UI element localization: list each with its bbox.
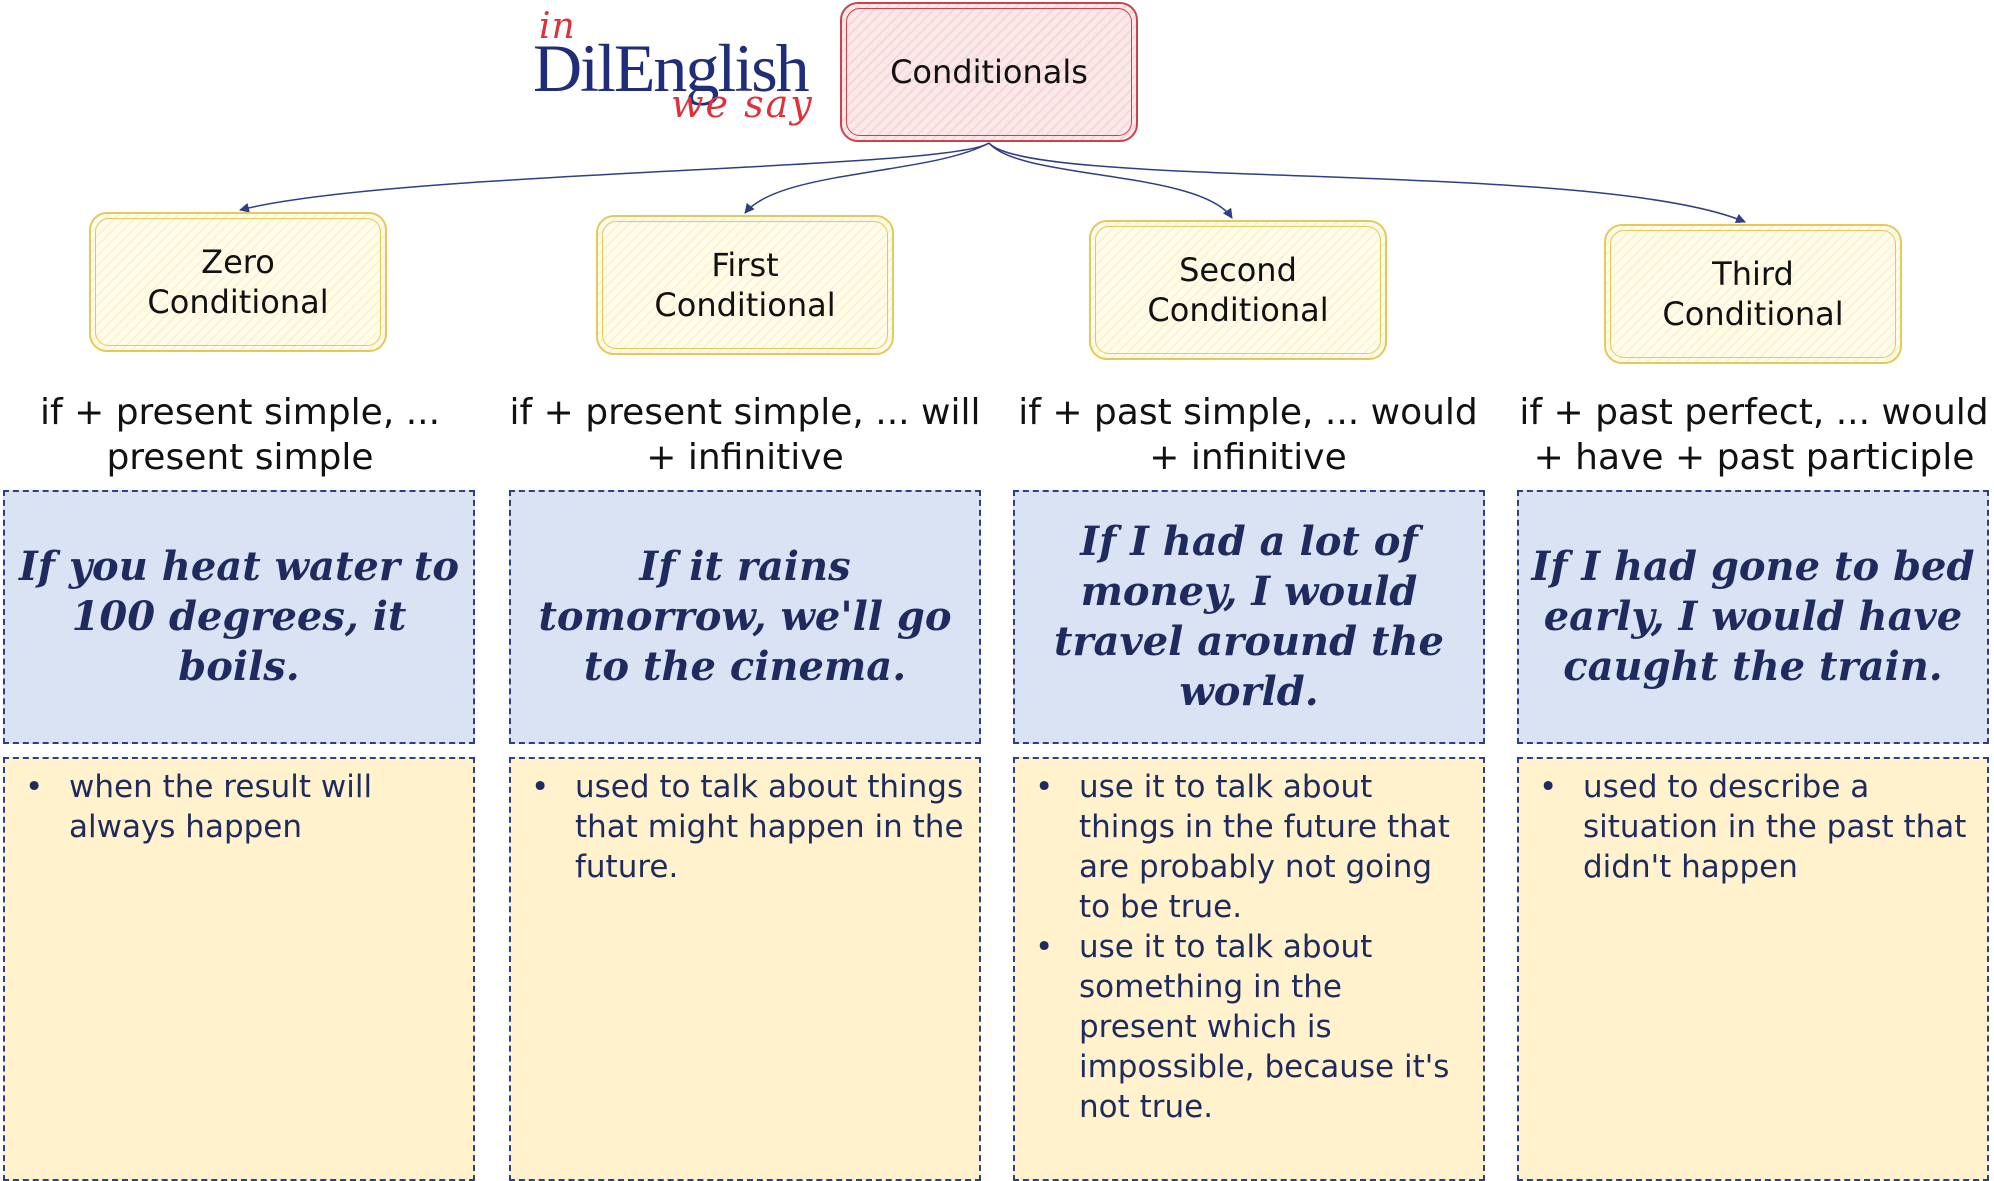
root-node-conditionals: Conditionals: [840, 2, 1138, 142]
third-conditional-use-1: used to describe a situation in the past…: [1527, 767, 1973, 887]
first-conditional-name-line2: Conditional: [654, 286, 836, 324]
logo-prefix: in: [539, 6, 576, 47]
connector-first: [744, 142, 990, 214]
zero-conditional-uses: when the result will always happen: [3, 757, 475, 1181]
logo-name: DilEnglish: [533, 30, 810, 106]
second-conditional-name-line1: Second: [1179, 251, 1297, 289]
second-conditional-use-1: use it to talk about things in the futur…: [1023, 767, 1469, 927]
third-conditional-node: Third Conditional: [1604, 224, 1902, 364]
root-node-label: Conditionals: [890, 53, 1088, 91]
third-conditional-name-line1: Third: [1712, 255, 1794, 293]
first-conditional-example: If it rains tomorrow, we'll go to the ci…: [509, 490, 981, 744]
first-conditional-use-1: used to talk about things that might hap…: [519, 767, 965, 887]
dilenglish-logo: in DilEnglish we say: [533, 6, 833, 148]
second-conditional-use-2: use it to talk about something in the pr…: [1023, 927, 1469, 1127]
second-conditional-uses: use it to talk about things in the futur…: [1013, 757, 1485, 1181]
connector-third: [988, 142, 1746, 224]
connector-second: [988, 142, 1233, 219]
third-conditional-uses: used to describe a situation in the past…: [1517, 757, 1989, 1181]
first-conditional-name-line1: First: [711, 246, 779, 284]
first-conditional-formula: if + present simple, ... will + infiniti…: [509, 392, 981, 478]
third-conditional-formula: if + past perfect, ... would + have + pa…: [1519, 392, 1989, 478]
zero-conditional-name-line2: Conditional: [147, 283, 329, 321]
first-conditional-node: First Conditional: [596, 215, 894, 355]
zero-conditional-formula: if + present simple, ... present simple: [39, 392, 441, 478]
first-conditional-uses: used to talk about things that might hap…: [509, 757, 981, 1181]
connector-zero: [239, 142, 990, 213]
logo-suffix: we say: [671, 82, 814, 126]
zero-conditional-name-line1: Zero: [201, 243, 275, 281]
second-conditional-formula: if + past simple, ... would + infinitive: [1018, 392, 1478, 478]
zero-conditional-use-1: when the result will always happen: [13, 767, 459, 847]
second-conditional-name-line2: Conditional: [1147, 291, 1329, 329]
zero-conditional-example: If you heat water to 100 degrees, it boi…: [3, 490, 475, 744]
third-conditional-example: If I had gone to bed early, I would have…: [1517, 490, 1989, 744]
second-conditional-node: Second Conditional: [1089, 220, 1387, 360]
third-conditional-name-line2: Conditional: [1662, 295, 1844, 333]
zero-conditional-node: Zero Conditional: [89, 212, 387, 352]
second-conditional-example: If I had a lot of money, I would travel …: [1013, 490, 1485, 744]
